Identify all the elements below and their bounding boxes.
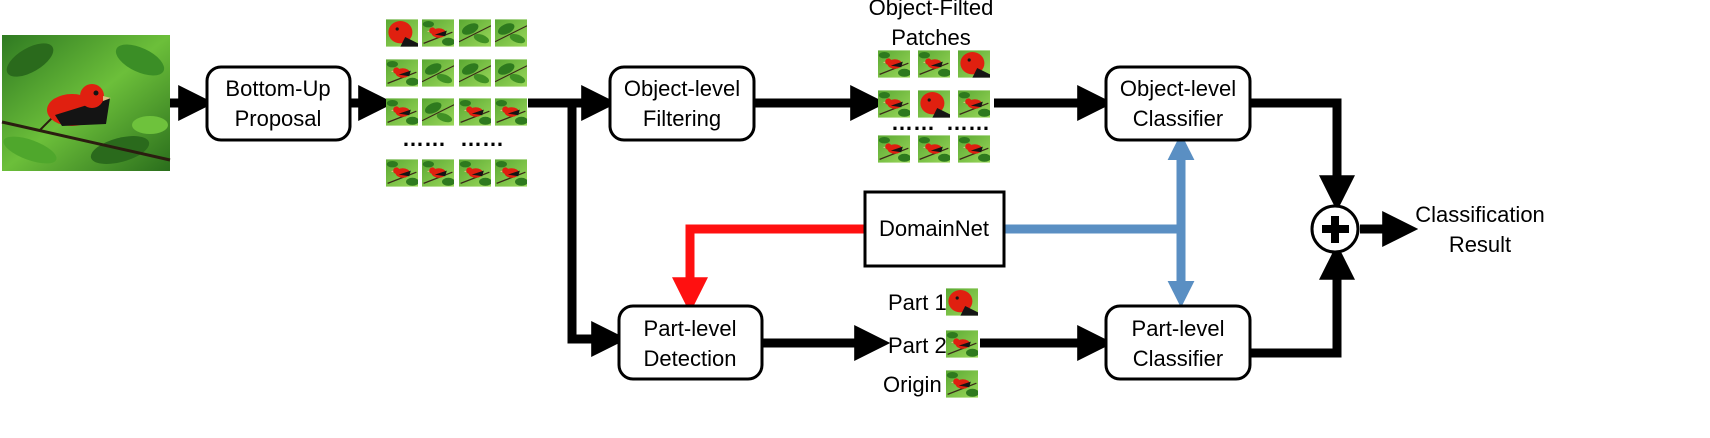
node-label-line2: Classifier [1133, 346, 1223, 371]
patch-grid-ellipsis: …… [460, 126, 504, 151]
node-part-level-detection: Part-level Detection [617, 304, 764, 381]
node-label-line1: Bottom-Up [225, 76, 330, 101]
result-label-line2: Result [1449, 232, 1511, 257]
input-image [1, 35, 171, 171]
object-filted-patches: Object-Filted Patches …… …… [869, 0, 994, 164]
node-label: DomainNet [879, 216, 989, 241]
classification-result: Classification Result [1415, 202, 1545, 257]
arrow-part-classifier-to-combine [1250, 243, 1355, 358]
node-label-line2: Classifier [1133, 106, 1223, 131]
node-bottom-up-proposal: Bottom-Up Proposal [205, 65, 352, 142]
patch-grid-ellipsis: …… [891, 110, 935, 135]
patch-thumbnail [459, 97, 491, 127]
node-label-line1: Object-level [624, 76, 740, 101]
arrow-branch-to-detection [567, 103, 628, 357]
patch-thumbnail [422, 97, 454, 127]
arrows [170, 85, 1419, 361]
patch-thumbnail [495, 58, 527, 88]
object-filted-patches-label-line2: Patches [891, 25, 971, 50]
patch-thumbnail [918, 49, 950, 79]
patch-thumbnail [495, 158, 527, 188]
origin-thumbnail [946, 369, 978, 399]
part2-thumbnail [946, 329, 978, 359]
node-part-level-classifier: Part-level Classifier [1104, 304, 1252, 381]
node-label-line1: Part-level [644, 316, 737, 341]
result-label-line1: Classification [1415, 202, 1545, 227]
origin-label: Origin [883, 372, 942, 397]
patch-thumbnail [459, 158, 491, 188]
combine-node [1310, 204, 1360, 254]
patch-grid-ellipsis: …… [946, 110, 990, 135]
patch-thumbnail [459, 18, 491, 48]
patch-thumbnail [422, 158, 454, 188]
patch-thumbnail [386, 97, 418, 127]
node-label-line1: Part-level [1132, 316, 1225, 341]
patch-thumbnail [958, 50, 990, 78]
node-object-level-filtering: Object-level Filtering [608, 65, 756, 142]
patch-thumbnail [386, 19, 418, 47]
arrow-domainnet-to-detection-red [672, 224, 866, 314]
patch-thumbnail [878, 49, 910, 79]
patch-thumbnail [386, 58, 418, 88]
part1-thumbnail [946, 288, 978, 316]
part1-label: Part 1 [888, 290, 947, 315]
node-label-line2: Filtering [643, 106, 721, 131]
patch-thumbnail [495, 97, 527, 127]
node-object-level-classifier: Object-level Classifier [1104, 65, 1252, 142]
part-patches: Part 1 Part 2 Origin [883, 288, 978, 399]
node-label-line2: Proposal [235, 106, 322, 131]
node-label-line2: Detection [644, 346, 737, 371]
arrow-object-classifier-to-combine [1250, 98, 1355, 212]
node-label-line1: Object-level [1120, 76, 1236, 101]
patch-thumbnail [422, 58, 454, 88]
object-filted-patches-label-line1: Object-Filted [869, 0, 994, 20]
patch-thumbnail [495, 18, 527, 48]
patch-grid-ellipsis: …… [402, 126, 446, 151]
patch-thumbnail [386, 158, 418, 188]
node-domainnet: DomainNet [863, 190, 1006, 268]
patch-thumbnail [918, 134, 950, 164]
patch-thumbnail [422, 18, 454, 48]
patch-thumbnail [459, 58, 491, 88]
proposal-patch-grid: …… …… [386, 18, 527, 188]
patch-thumbnail [878, 134, 910, 164]
part2-label: Part 2 [888, 333, 947, 358]
patch-thumbnail [958, 134, 990, 164]
